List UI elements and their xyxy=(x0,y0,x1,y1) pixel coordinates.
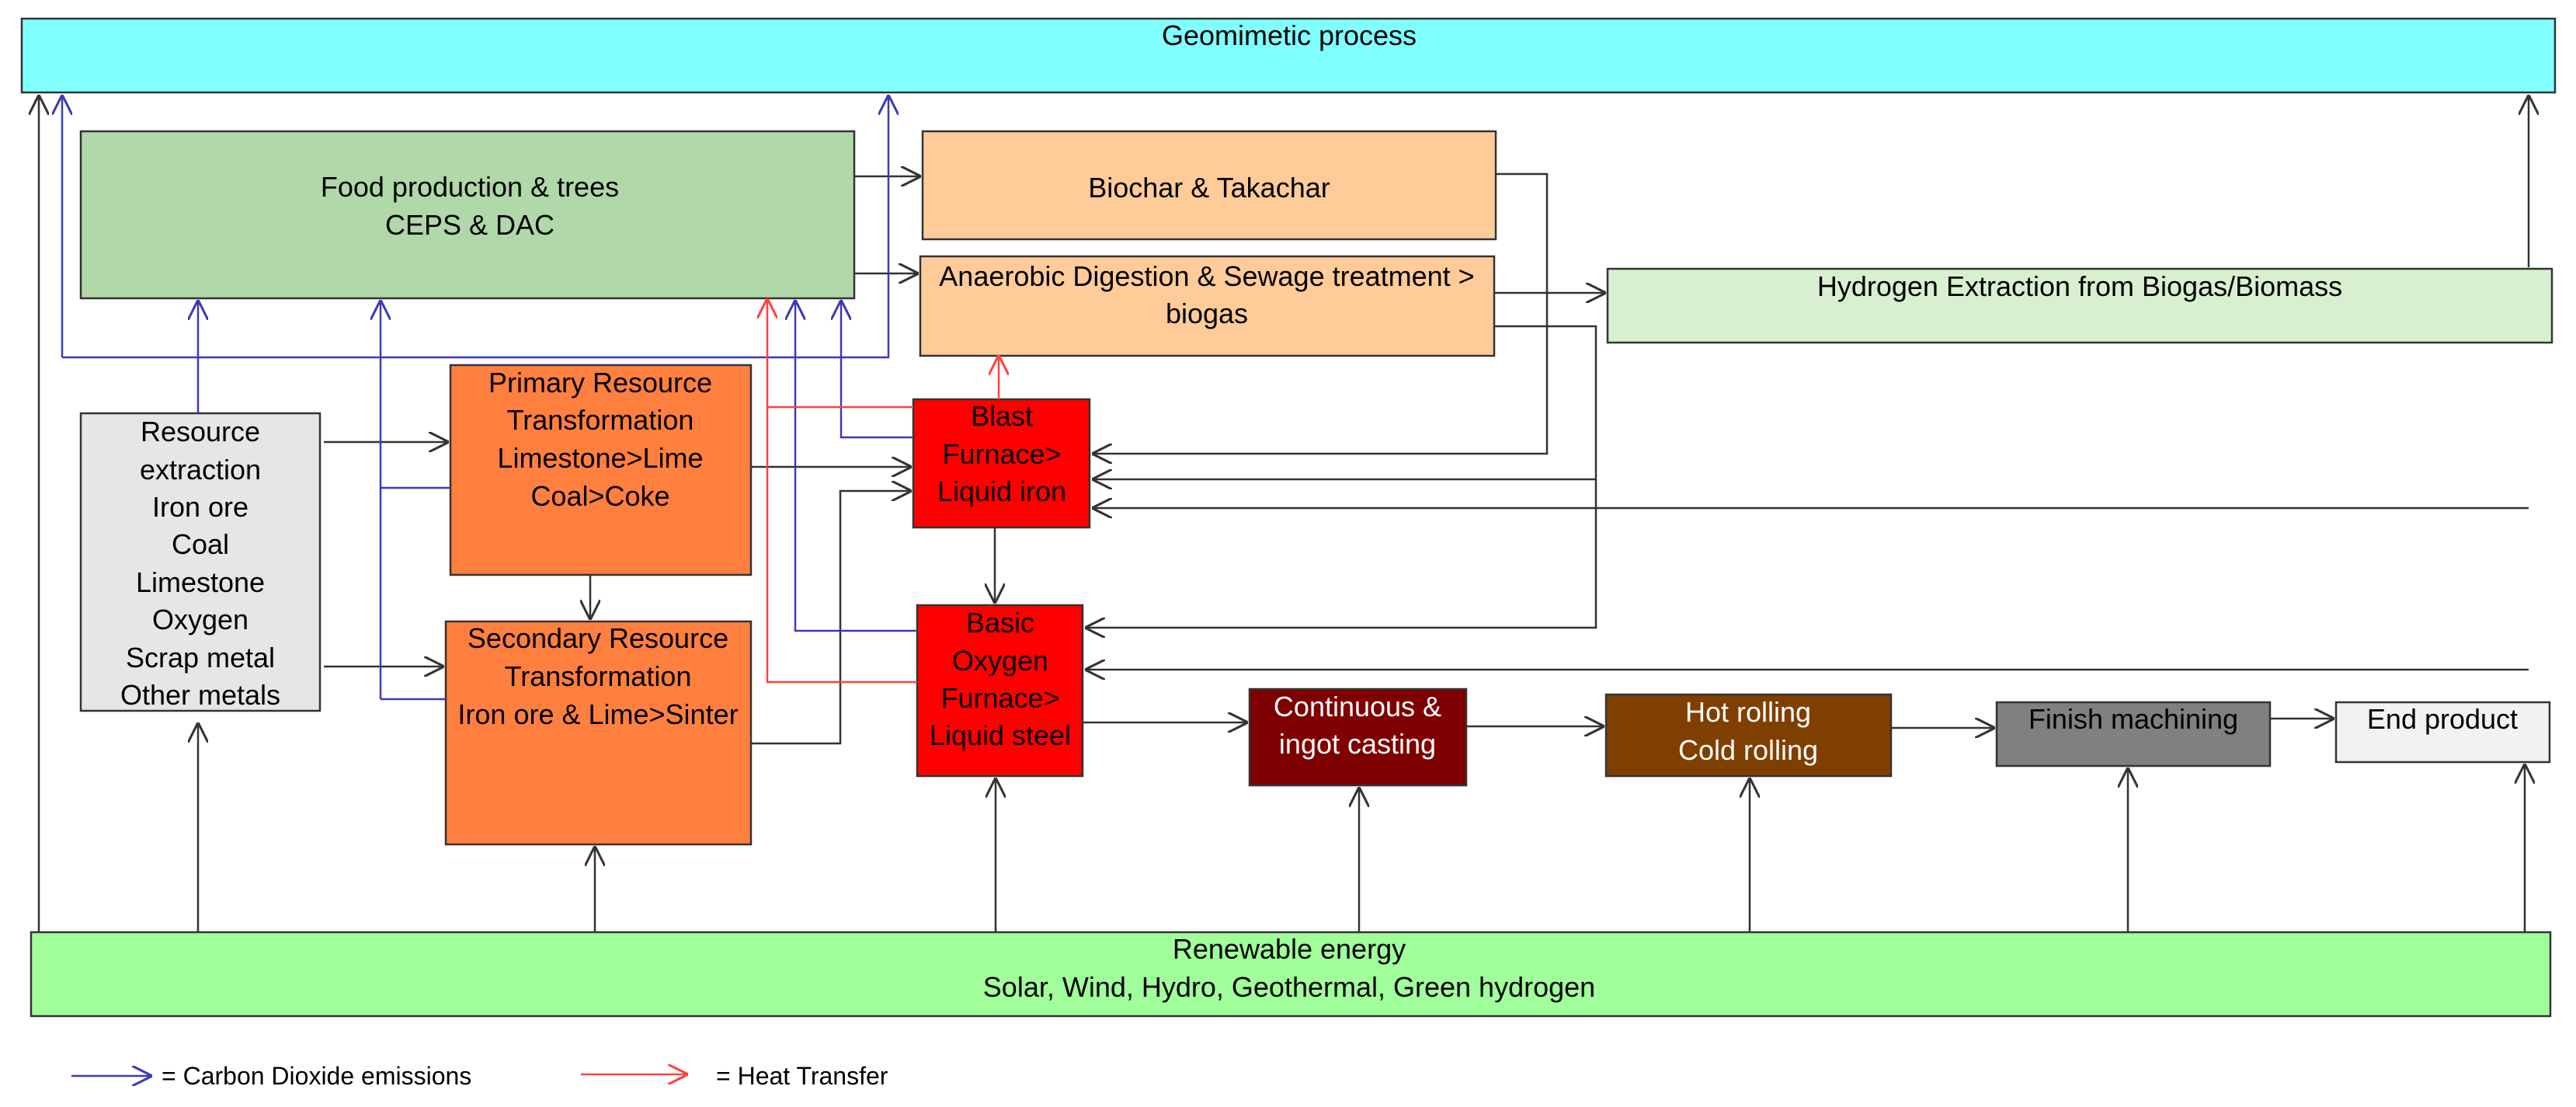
node-text: Renewable energy xyxy=(1173,933,1406,965)
finish-machining-box: Finish machining xyxy=(1995,701,2272,768)
node-text: Secondary Resource xyxy=(468,622,728,654)
node-text: Food production & trees xyxy=(321,171,619,203)
node-text: Transformation xyxy=(507,404,694,436)
biochar-box: Biochar & Takachar xyxy=(921,130,1497,241)
node-text: Hydrogen Extraction from Biogas/Biomass xyxy=(1817,270,2342,302)
node-text: Blast xyxy=(971,400,1033,432)
node-text: Other metals xyxy=(120,679,280,711)
node-text: extraction xyxy=(140,454,261,486)
basic-oxygen-furnace-box: Basic Oxygen Furnace> Liquid steel xyxy=(916,604,1084,778)
node-text: Iron ore xyxy=(152,491,249,523)
node-text: Continuous & xyxy=(1274,691,1441,722)
heat-line-bof xyxy=(766,407,917,684)
legend: = Carbon Dioxide emissions = Heat Transf… xyxy=(71,1062,888,1090)
node-text: Oxygen xyxy=(952,645,1048,677)
geomimetic-process-box: Geomimetic process xyxy=(20,17,2557,94)
node-text: Limestone>Lime xyxy=(497,442,703,474)
node-text: Furnace> xyxy=(940,682,1059,714)
legend-co2-label: = Carbon Dioxide emissions xyxy=(162,1062,471,1090)
node-text: Liquid steel xyxy=(930,719,1071,751)
primary-transformation-box: Primary Resource Transformation Limeston… xyxy=(449,364,753,576)
co2-emission-connectors xyxy=(62,95,917,701)
node-text: End product xyxy=(2367,703,2518,735)
flow-connectors xyxy=(39,95,2529,932)
arrow-biochar-to-blast-furnace xyxy=(1092,172,1549,454)
legend-heat-label: = Heat Transfer xyxy=(716,1062,888,1090)
node-text: Finish machining xyxy=(2028,703,2238,735)
arrow-secondary-to-blast-furnace xyxy=(751,491,912,745)
node-text: Transformation xyxy=(505,660,692,692)
node-text: Biochar & Takachar xyxy=(1088,172,1330,204)
co2-arrow-blast-furnace-to-food xyxy=(841,300,913,439)
node-text: Geomimetic process xyxy=(1162,19,1417,51)
renewable-energy-box: Renewable energy Solar, Wind, Hydro, Geo… xyxy=(30,931,2552,1018)
node-text: Furnace> xyxy=(942,438,1061,470)
co2-arrow-bof-to-food xyxy=(795,300,917,632)
heat-transfer-connectors xyxy=(766,298,999,684)
hydrogen-extraction-box: Hydrogen Extraction from Biogas/Biomass xyxy=(1606,267,2553,344)
node-text: Coal xyxy=(172,528,229,560)
node-text: Resource xyxy=(141,416,260,447)
arrow-anaerobic-to-bof xyxy=(1085,325,1597,628)
node-text: Basic xyxy=(966,607,1034,639)
blast-furnace-box: Blast Furnace> Liquid iron xyxy=(912,398,1091,529)
node-text: Scrap metal xyxy=(126,642,275,674)
node-text: Cold rolling xyxy=(1678,734,1818,766)
rolling-box: Hot rolling Cold rolling xyxy=(1604,693,1893,778)
resource-extraction-box: Resource extraction Iron ore Coal Limest… xyxy=(79,412,322,712)
food-production-box: Food production & trees CEPS & DAC xyxy=(79,130,856,300)
node-text: Primary Resource xyxy=(488,367,712,399)
co2-arrow-to-geomimetic-center xyxy=(62,95,888,359)
node-text: Iron ore & Lime>Sinter xyxy=(457,698,738,730)
node-text: Anaerobic Digestion & Sewage treatment > xyxy=(939,260,1474,292)
node-text: ingot casting xyxy=(1279,728,1436,760)
node-text: Oxygen xyxy=(152,604,249,635)
continuous-casting-box: Continuous & ingot casting xyxy=(1248,688,1468,787)
node-text: Coal>Coke xyxy=(530,480,669,512)
node-text: Limestone xyxy=(136,566,265,598)
end-product-box: End product xyxy=(2334,701,2551,764)
anaerobic-digestion-box: Anaerobic Digestion & Sewage treatment >… xyxy=(919,255,1496,357)
node-text: Hot rolling xyxy=(1685,696,1811,728)
node-text: Solar, Wind, Hydro, Geothermal, Green hy… xyxy=(983,971,1595,1003)
node-text: biogas xyxy=(1166,298,1248,329)
node-text: Liquid iron xyxy=(937,475,1066,507)
node-text: CEPS & DAC xyxy=(385,209,554,241)
secondary-transformation-box: Secondary Resource Transformation Iron o… xyxy=(444,620,753,846)
